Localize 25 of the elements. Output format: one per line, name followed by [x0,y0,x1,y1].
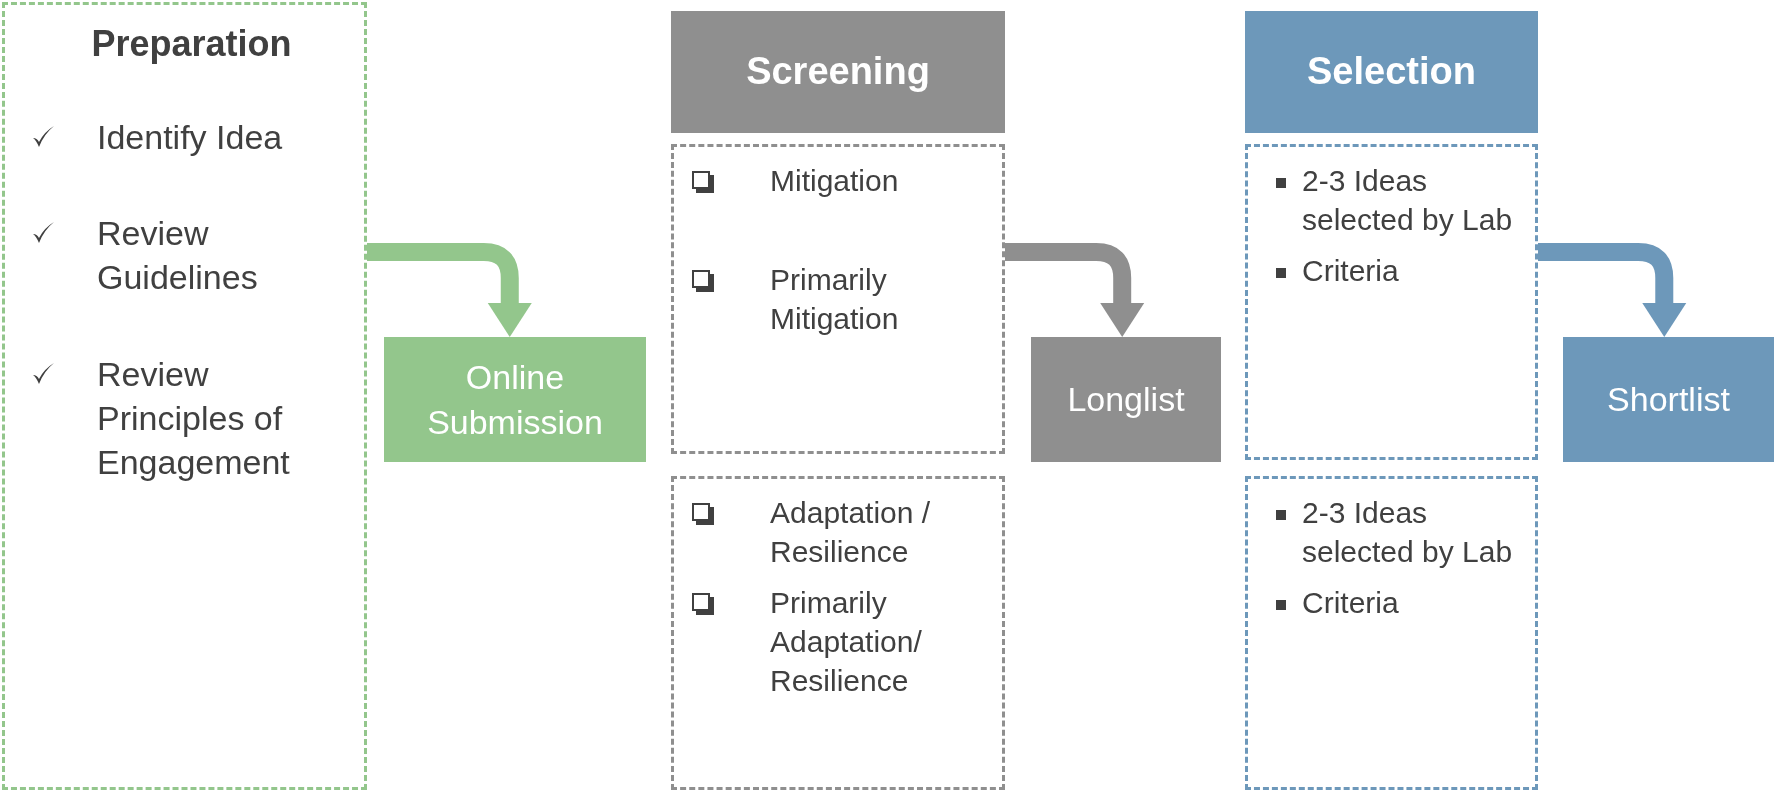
bent-arrow [1005,243,1145,337]
dashed-list-box [2,2,367,790]
process-box: Shortlist [1563,337,1774,462]
dashed-list-box [671,476,1005,790]
process-box: Online Submission [384,337,646,462]
list-item: Mitigation [770,163,899,199]
dashed-list-box [671,144,1005,454]
list-item: Criteria [1302,585,1399,621]
list-item: Review Guidelines [97,213,259,299]
list-item: Criteria [1302,253,1399,289]
list-heading: Preparation [90,23,293,65]
dashed-list-box [1245,144,1538,460]
bent-arrow [367,243,532,337]
list-item: 2-3 Ideas selected by Lab [1302,495,1514,570]
stage-header: Selection [1245,11,1538,133]
stage-header: Screening [671,11,1005,133]
process-box: Longlist [1031,337,1221,462]
list-item: Identify Idea [97,117,283,158]
list-item: Adaptation / Resilience [770,495,932,570]
bent-arrow [1538,243,1687,337]
list-item: Review Principles of Engagement [97,353,291,483]
dashed-list-box [1245,476,1538,790]
list-item: 2-3 Ideas selected by Lab [1302,163,1514,238]
list-item: Primarily Adaptation/ Resilience [770,585,923,699]
list-item: Primarily Mitigation [770,262,900,337]
